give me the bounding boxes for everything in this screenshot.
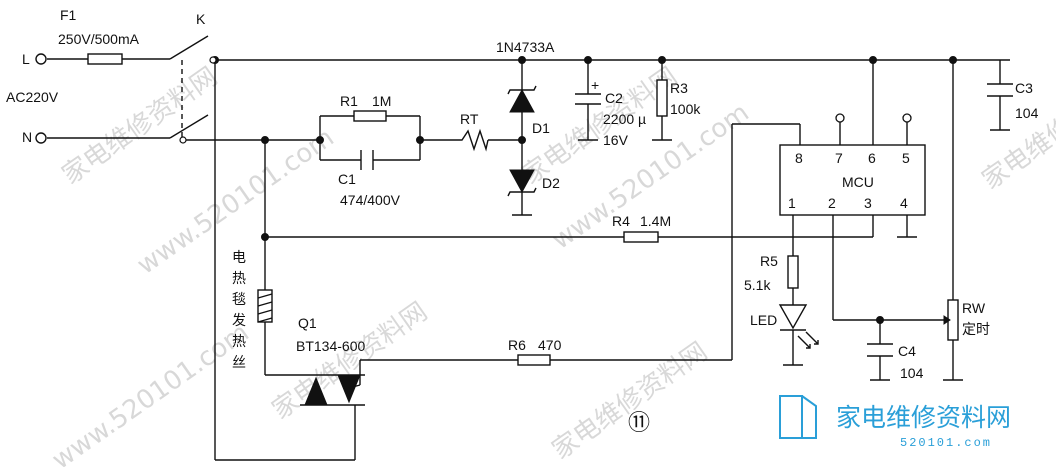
terminal-l [35,53,47,65]
potentiometer-rw: RW 定时 [943,299,990,341]
wiring [47,58,1010,461]
r5-ref: R5 [760,253,778,269]
d1-ref: D1 [532,120,550,136]
c2-ref: C2 [605,90,623,106]
junction-dot [518,136,526,144]
led-ref: LED [750,312,777,328]
q1-part: BT134-600 [296,338,365,354]
c3-value: 104 [1015,105,1039,121]
mcu-pin-6: 6 [868,150,876,166]
figure-number: ⑪ [628,410,650,435]
mcu-pin-5: 5 [902,150,910,166]
watermark-text: 家电维修资料网 [267,297,433,426]
brand-name: 家电维修资料网 [836,403,1011,432]
r1-value: 1M [372,93,391,109]
mcu-pin-1: 1 [788,195,796,211]
junctions [211,56,957,324]
pin-7-open-terminal [835,113,845,123]
power-input: L N AC220V [6,51,59,145]
watermark-text: 家电维修资料网 [547,337,713,466]
heater-label-char: 热 [232,270,246,286]
junction-dot [584,56,592,64]
mcu-pin-8: 8 [795,150,803,166]
resistor-r6: R6 470 [508,337,562,366]
heater-label-char: 发 [232,312,246,328]
resistor-r5: R5 5.1k [744,253,799,293]
diode-d1: 1N4733A D1 [496,39,555,136]
fuse-rating: 250V/500mA [58,31,140,47]
mcu-pin-2: 2 [828,195,836,211]
rt-ref: RT [460,111,479,127]
fuse-f1: F1 250V/500mA [58,7,140,65]
q1-ref: Q1 [298,315,317,331]
capacitor-c4: C4 104 [867,343,924,381]
supply-live-label: L [22,51,30,67]
c3-ref: C3 [1015,80,1033,96]
heater-label-char: 热 [232,333,246,349]
r4-ref: R4 [612,213,630,229]
c2-polarity: + [591,77,599,93]
junction-dot [518,56,526,64]
r6-ref: R6 [508,337,526,353]
r3-value: 100k [670,101,701,117]
r4-value: 1.4M [640,213,671,229]
mcu-chip: MCU 8 7 6 5 1 2 3 4 [779,113,926,216]
c4-ref: C4 [898,343,916,359]
mcu-pin-7: 7 [835,150,843,166]
r1-ref: R1 [340,93,358,109]
fuse-ref: F1 [60,7,77,23]
switch-k: K [169,11,217,144]
c1-ref: C1 [338,171,356,187]
junction-dot [316,136,324,144]
junction-dot [949,56,957,64]
c2-voltage: 16V [603,132,629,148]
diode-d2: D2 [507,169,560,197]
switch-ref: K [196,11,206,27]
heater-label-char: 毯 [232,291,246,307]
pin-5-open-terminal [902,113,912,123]
junction-dot [869,56,877,64]
mcu-pin-4: 4 [900,195,908,211]
capacitor-c1: C1 474/400V [338,150,401,208]
rw-ref: RW [962,300,986,316]
heater-label-char: 丝 [232,354,246,370]
ground-symbols [512,129,1010,381]
d2-ref: D2 [542,175,560,191]
junction-dot [416,136,424,144]
thermistor-rt: RT [455,111,489,152]
rw-note: 定时 [962,321,990,337]
resistor-r3: R3 100k [656,79,701,117]
capacitor-c3: C3 104 [987,80,1039,121]
mcu-pin-3: 3 [864,195,872,211]
c1-value: 474/400V [340,192,401,208]
r6-value: 470 [538,337,562,353]
supply-voltage-label: AC220V [6,89,59,105]
capacitor-c2: + C2 2200 µ 16V [575,77,646,148]
terminal-n [35,132,47,144]
zener-part: 1N4733A [496,39,555,55]
resistor-r4: R4 1.4M [612,213,671,243]
brand-logo: 家电维修资料网 520101.com [779,395,1011,450]
brand-url: 520101.com [900,436,992,450]
junction-dot [261,233,269,241]
resistor-r1: R1 1M [340,93,391,122]
c2-value: 2200 µ [603,111,646,127]
junction-dot [261,136,269,144]
watermark-text: 家电维修资料网 [57,62,223,191]
heater-label-char: 电 [232,249,246,265]
watermark-url: www.520101.com [47,318,255,467]
junction-dot [876,316,884,324]
r5-value: 5.1k [744,277,771,293]
heater-element: 电 热 毯 发 热 丝 [232,249,273,370]
r3-ref: R3 [670,80,688,96]
junction-dot [658,56,666,64]
c4-value: 104 [900,365,924,381]
mcu-label: MCU [842,174,874,190]
brand-book-icon [779,395,803,439]
led-indicator: LED [750,304,819,349]
supply-neutral-label: N [22,129,32,145]
triac-q1: Q1 BT134-600 [296,315,365,420]
